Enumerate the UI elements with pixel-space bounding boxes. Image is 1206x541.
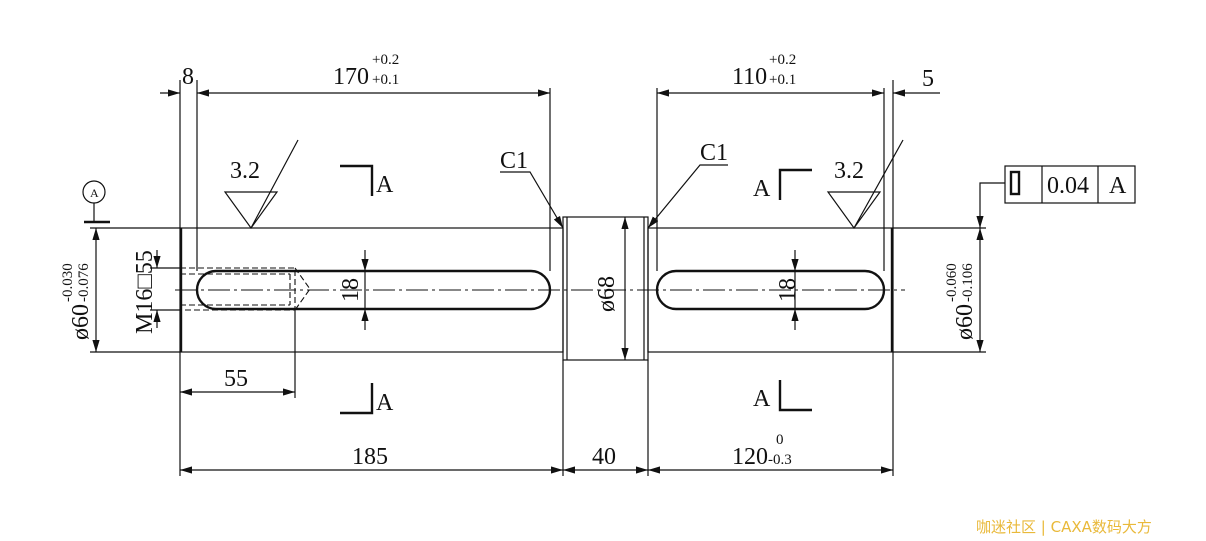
svg-text:18: 18 bbox=[338, 278, 364, 302]
dim-5: 5 bbox=[922, 66, 934, 92]
svg-text:A: A bbox=[753, 176, 771, 202]
bottom-dimensions: 185 40 120 0 -0.3 bbox=[179, 352, 894, 476]
svg-text:-0.060: -0.060 bbox=[944, 263, 960, 302]
dim-110: 110 bbox=[732, 64, 767, 90]
svg-text:0: 0 bbox=[776, 432, 784, 448]
svg-text:ø60: ø60 bbox=[68, 304, 94, 340]
dim-8: 8 bbox=[182, 64, 194, 90]
threaded-hole bbox=[180, 267, 311, 311]
svg-text:A: A bbox=[753, 386, 771, 412]
svg-text:-0.106: -0.106 bbox=[960, 263, 976, 302]
chamfer-left: C1 bbox=[500, 148, 528, 174]
svg-text:185: 185 bbox=[352, 444, 388, 470]
datum-symbol: A bbox=[82, 180, 110, 224]
tolerance-frame: 0.04 A bbox=[976, 165, 1136, 228]
svg-text:+0.2: +0.2 bbox=[372, 52, 399, 68]
cylindricity-icon bbox=[1009, 170, 1021, 196]
svg-text:0.04: 0.04 bbox=[1047, 173, 1089, 199]
svg-text:+0.1: +0.1 bbox=[769, 72, 796, 88]
svg-text:ø60: ø60 bbox=[952, 304, 978, 340]
right-keyway bbox=[655, 269, 886, 311]
roughness-right: 3.2 bbox=[834, 158, 864, 184]
svg-text:40: 40 bbox=[592, 444, 616, 470]
svg-text:-0.076: -0.076 bbox=[76, 263, 92, 302]
svg-text:A: A bbox=[90, 186, 99, 200]
chamfer-callouts: C1 C1 bbox=[500, 140, 728, 229]
svg-text:120: 120 bbox=[732, 444, 768, 470]
collar-diameter-dim: ø68 bbox=[594, 217, 629, 360]
svg-text:+0.2: +0.2 bbox=[769, 52, 796, 68]
svg-text:+0.1: +0.1 bbox=[372, 72, 399, 88]
svg-text:-0.030: -0.030 bbox=[60, 263, 76, 302]
dim-170: 170 bbox=[333, 64, 369, 90]
svg-text:ø68: ø68 bbox=[594, 276, 620, 312]
thread-dim: M16□55 bbox=[132, 250, 180, 334]
left-keyway bbox=[195, 269, 552, 311]
svg-text:A: A bbox=[1109, 173, 1127, 199]
svg-text:M16□55: M16□55 bbox=[132, 250, 158, 334]
dim-55: 55 bbox=[180, 310, 296, 398]
svg-text:-0.3: -0.3 bbox=[768, 452, 792, 468]
svg-text:55: 55 bbox=[224, 366, 248, 392]
section-marks: A A A A bbox=[340, 164, 812, 416]
roughness-symbols: 3.2 3.2 bbox=[223, 139, 904, 230]
top-dimensions: 8 170 +0.2 +0.1 110 +0.2 +0.1 5 bbox=[160, 52, 940, 271]
chamfer-right: C1 bbox=[700, 140, 728, 166]
roughness-left: 3.2 bbox=[230, 158, 260, 184]
left-diameter-dim: ø60 -0.030 -0.076 bbox=[60, 227, 180, 353]
shaft-body bbox=[175, 216, 905, 361]
svg-text:18: 18 bbox=[775, 278, 801, 302]
right-diameter-dim: ø60 -0.060 -0.106 bbox=[893, 227, 986, 353]
keyway-width-dims: 18 18 bbox=[338, 250, 801, 330]
svg-text:A: A bbox=[376, 390, 394, 416]
svg-text:A: A bbox=[376, 172, 394, 198]
watermark: 咖迷社区 | CAXA数码大方 bbox=[976, 518, 1152, 536]
